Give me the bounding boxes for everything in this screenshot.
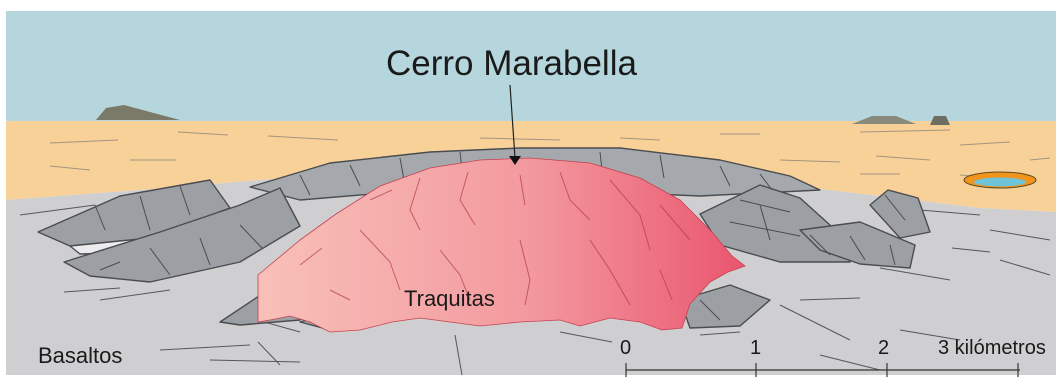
scale-tick-1: 1 [750, 337, 761, 360]
diagram-title: Cerro Marabella [386, 44, 637, 84]
pond-water [974, 178, 1026, 187]
traquitas-label: Traquitas [404, 286, 495, 312]
scale-tick-3: 3 kilómetros [938, 337, 1046, 360]
scale-tick-0: 0 [620, 337, 631, 360]
basaltos-label: Basaltos [38, 343, 122, 369]
scale-tick-2: 2 [878, 337, 889, 360]
